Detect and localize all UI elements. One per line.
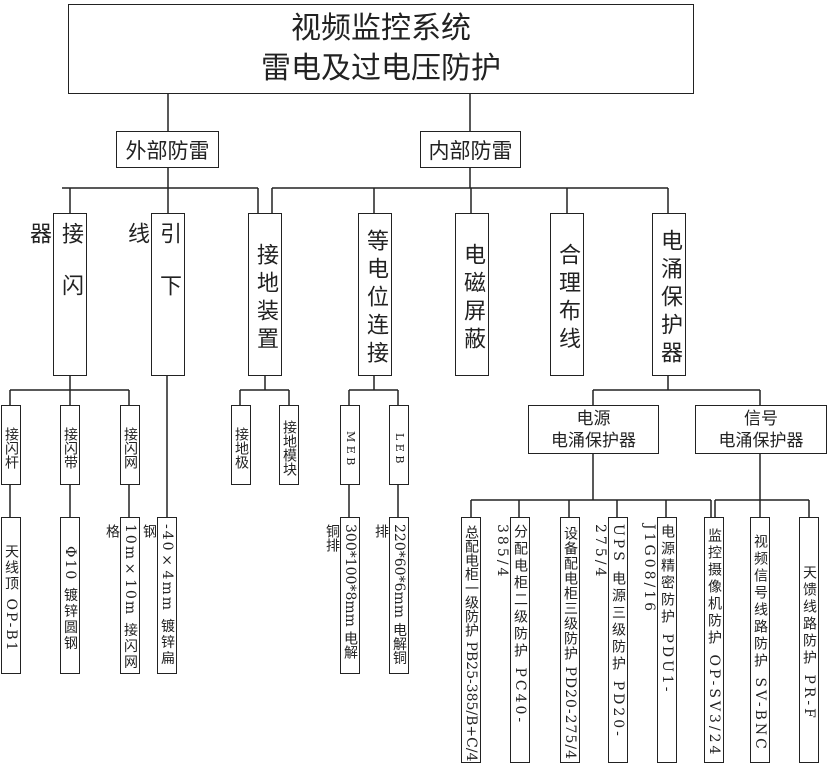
meb-box: M E B (340, 405, 360, 485)
device-box: 总配电柜一级防护 PB25-385/B+C/4 (461, 517, 481, 763)
title-line1: 视频监控系统 (291, 11, 471, 46)
grounding-device-box: 接地装置 (248, 213, 282, 376)
device-box: 分配电柜二级防护 PC40-385/4 (494, 517, 530, 763)
signal-spd-line2: 电涌保护器 (718, 430, 804, 451)
rod-spec-box: 天线顶 OP-B1 (1, 517, 21, 674)
leb-box: L E B (389, 405, 409, 485)
meb-spec-box: 300*100*8mm 电解铜排 (324, 517, 360, 674)
ground-electrode-box: 接地极 (231, 405, 251, 485)
internal-protection-box: 内部防雷 (420, 131, 521, 168)
power-spd-line2: 电涌保护器 (551, 430, 636, 451)
device-box: 设备配电柜三级防护 PD20-275/4 (560, 517, 580, 763)
signal-spd-line1: 信号 (744, 408, 778, 429)
strip-spec-box: Φ10 镀锌圆钢 (60, 517, 80, 674)
ground-module-box: 接地模块 (279, 405, 299, 485)
title-box: 视频监控系统 雷电及过电压防护 (68, 4, 694, 94)
down-conductor-box: 引下线 (124, 213, 185, 376)
power-spd-box: 电源 电涌保护器 (528, 405, 659, 454)
external-protection-box: 外部防雷 (116, 131, 219, 168)
device-box: 监控摄像机防护 OP-SV3/24 (704, 517, 724, 763)
surge-protector-box: 电涌保护器 (652, 213, 686, 376)
lightning-strip-box: 接闪带 (60, 405, 80, 485)
wiring-box: 合理布线 (550, 213, 584, 376)
lightning-rod-box: 接闪杆 (1, 405, 21, 485)
device-box: 电源精密防护 PDU1-J1G08/16 (641, 517, 677, 763)
equipotential-bonding-box: 等电位连接 (358, 213, 392, 376)
signal-spd-box: 信号 电涌保护器 (695, 405, 827, 454)
air-terminal-box: 接闪器 (26, 213, 87, 376)
device-box: UPS 电源三级防护 PD20-275/4 (592, 517, 628, 763)
device-box: 视频信号线路防护 SV-BNC (750, 517, 770, 763)
leb-spec-box: 220*60*6mm 电解铜排 (373, 517, 409, 674)
power-spd-line1: 电源 (576, 408, 611, 429)
lightning-mesh-box: 接闪网 (120, 405, 140, 485)
title-line2: 雷电及过电压防护 (261, 51, 501, 86)
em-shielding-box: 电磁屏蔽 (455, 213, 489, 376)
mesh-spec-box: 10m×10m 接闪网格 (104, 517, 140, 674)
down-conductor-spec-box: -40×4mm 镀锌扁钢 (141, 517, 177, 674)
device-box: 天馈线路防护 PR-F (799, 517, 819, 763)
